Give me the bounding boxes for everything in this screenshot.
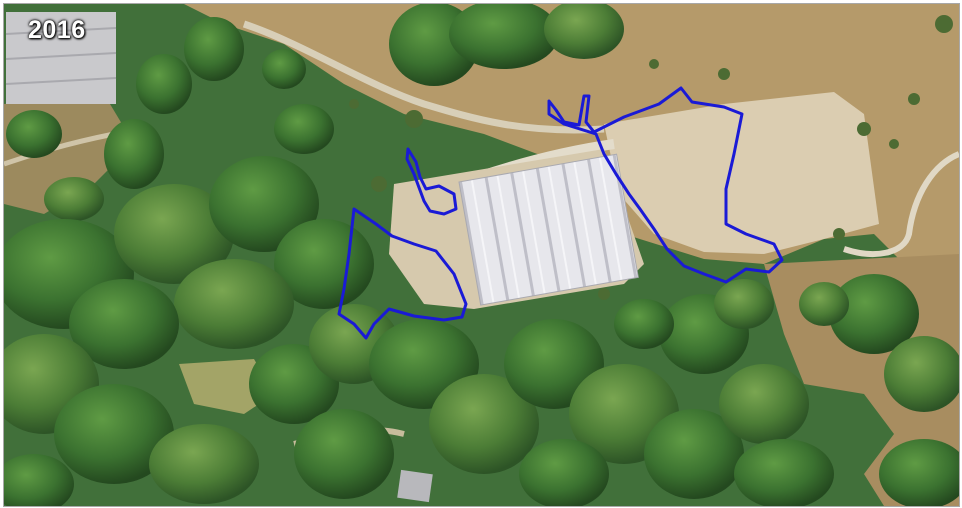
dirt-road-north (242, 20, 605, 134)
year-label: 2016 (28, 16, 86, 44)
outline-area-center (405, 147, 458, 216)
greenhouse-rows (458, 153, 639, 306)
cleared-field (604, 92, 879, 254)
building-roof-south (397, 469, 433, 503)
aerial-imagery (4, 4, 959, 506)
shrubs (349, 15, 953, 300)
dirt-road-east (843, 151, 959, 257)
tree-canopy (4, 4, 959, 506)
aerial-map: 2016 (3, 3, 960, 507)
outlined-areas (337, 86, 784, 340)
building-roof-lines (5, 27, 117, 85)
clearing-sw (179, 359, 274, 414)
outline-area-west (337, 207, 468, 340)
outline-area-east (547, 86, 784, 284)
